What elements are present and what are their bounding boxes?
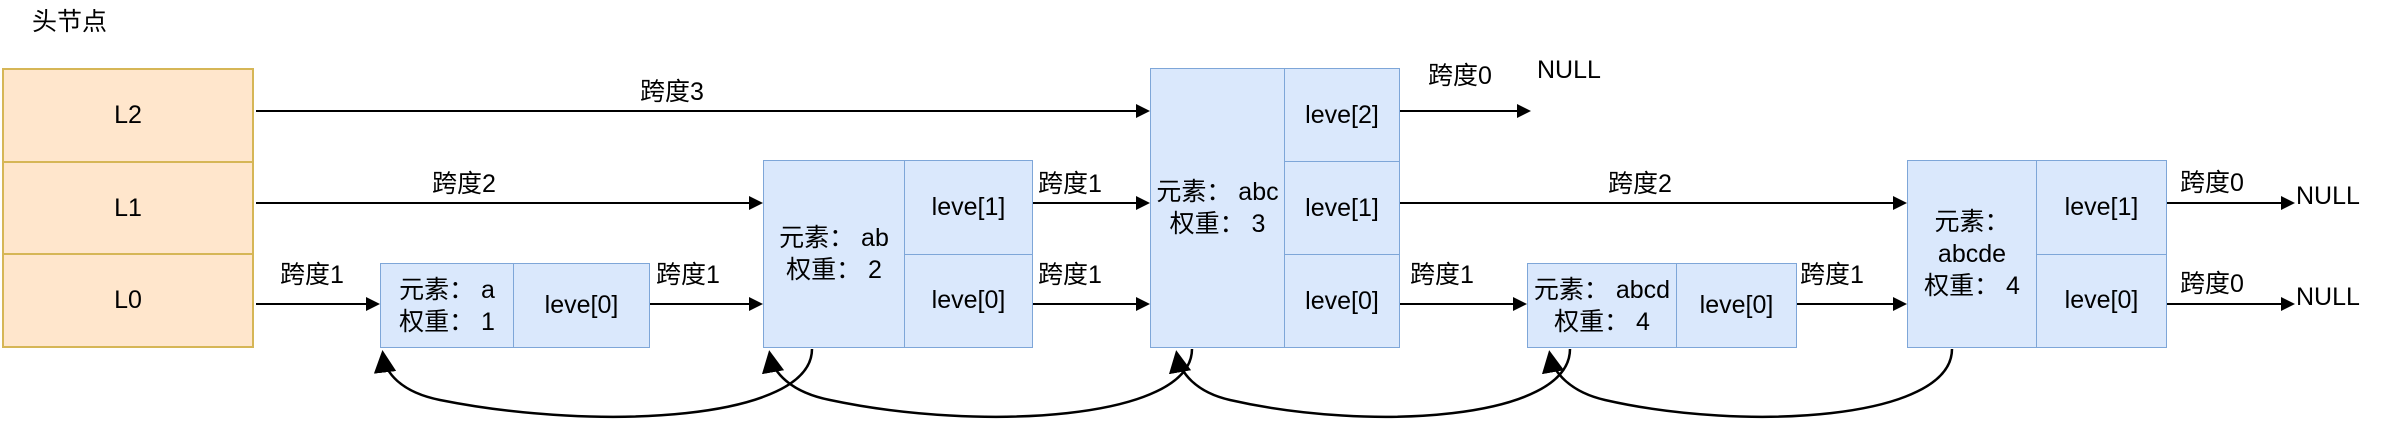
arrow-abc-l0-to-abcd-tip [1513, 297, 1527, 311]
edge-label-head-l0-to-a: 跨度1 [280, 261, 344, 289]
node-abcd-info: 元素： abcd 权重： 4 [1528, 264, 1676, 347]
arrow-abcde-l0-to-null [2167, 303, 2281, 305]
node-abc-level-0: leve[0] [1285, 254, 1399, 347]
edge-label-abcde-l1-to-null: 跨度0 [2180, 169, 2244, 197]
arrow-abc-l1-to-abcde [1400, 202, 1893, 204]
node-abcde-weight: 权重： 4 [1924, 272, 2020, 300]
node-abc-level-1: leve[1] [1285, 161, 1399, 254]
node-a-level-0: leve[0] [544, 291, 619, 319]
head-node-title: 头节点 [32, 8, 108, 36]
node-ab-info: 元素： ab 权重： 2 [764, 161, 904, 347]
node-a-info: 元素： a 权重： 1 [381, 264, 513, 347]
node-abcde: 元素： abcde 权重： 4 leve[1] leve[0] [1907, 160, 2167, 348]
edge-label-abc-l2-to-null: 跨度0 [1428, 62, 1492, 90]
head-node-level-l0: L0 [4, 253, 252, 346]
arrow-abc-l2-to-null [1400, 110, 1517, 112]
node-ab-level-0: leve[0] [905, 253, 1032, 348]
arrow-a-l0-to-ab [650, 303, 749, 305]
edge-label-a-l0-to-ab: 跨度1 [656, 261, 720, 289]
arrow-abcd-l0-to-abcde [1797, 303, 1893, 305]
null-label-bottom: NULL [2296, 283, 2360, 311]
arrow-abc-l0-to-abcd [1400, 303, 1513, 305]
arrow-abcde-l1-to-null-tip [2281, 196, 2295, 210]
arrow-abcde-l1-to-null [2167, 202, 2281, 204]
edge-label-ab-l1-to-abc: 跨度1 [1038, 170, 1102, 198]
head-node-level-l1: L1 [4, 160, 252, 254]
edge-label-abc-l0-to-abcd: 跨度1 [1410, 261, 1474, 289]
node-abcde-levels: leve[1] leve[0] [2036, 161, 2166, 347]
arrow-head-l0-to-a [256, 303, 366, 305]
node-abcd-weight: 权重： 4 [1554, 307, 1650, 336]
node-abcd: 元素： abcd 权重： 4 leve[0] [1527, 263, 1797, 348]
arrow-abcd-l0-to-abcde-tip [1893, 297, 1907, 311]
node-a-element: 元素： a [399, 275, 495, 304]
arrow-ab-l1-to-abc-tip [1136, 196, 1150, 210]
node-ab: 元素： ab 权重： 2 leve[1] leve[0] [763, 160, 1033, 348]
node-abc: 元素： abc 权重： 3 leve[2] leve[1] leve[0] [1150, 68, 1400, 348]
node-ab-weight: 权重： 2 [786, 256, 882, 284]
node-a-levels: leve[0] [513, 264, 649, 347]
arrow-head-l0-to-a-tip [366, 297, 380, 311]
node-abcde-level-1: leve[1] [2064, 192, 2139, 221]
node-abc-weight: 权重： 3 [1169, 210, 1266, 238]
node-abc-levels: leve[2] leve[1] leve[0] [1284, 69, 1399, 347]
arrow-head-l1-to-ab [256, 202, 749, 204]
node-abcde-info: 元素： abcde 权重： 4 [1908, 161, 2036, 347]
arrow-ab-l0-to-abc-tip [1136, 297, 1150, 311]
edge-label-abc-l1-to-abcde: 跨度2 [1608, 170, 1672, 198]
edge-label-abcde-l0-to-null: 跨度0 [2180, 270, 2244, 298]
head-node-level-l2: L2 [114, 100, 142, 129]
node-ab-levels: leve[1] leve[0] [904, 161, 1032, 347]
edge-label-ab-l0-to-abc: 跨度1 [1038, 261, 1102, 289]
node-abcd-levels: leve[0] [1676, 264, 1796, 347]
node-abc-info: 元素： abc 权重： 3 [1151, 69, 1284, 347]
arrow-ab-l0-to-abc [1033, 303, 1136, 305]
arrow-ab-l1-to-abc [1033, 202, 1136, 204]
node-abcd-level-0: leve[0] [1699, 291, 1774, 319]
arrow-abcde-l0-to-null-tip [2281, 297, 2295, 311]
node-abcd-element: 元素： abcd [1533, 275, 1671, 304]
node-abcde-element: 元素： abcde [1934, 208, 2010, 268]
arrow-head-l1-to-ab-tip [749, 196, 763, 210]
null-label-mid: NULL [2296, 182, 2360, 210]
head-node: L2 L1 L0 [2, 68, 254, 348]
null-label-top: NULL [1537, 56, 1601, 84]
node-abcde-level-0: leve[0] [2037, 253, 2166, 348]
arrow-head-l2-to-abc-tip [1136, 104, 1150, 118]
node-abc-element: 元素： abc [1156, 178, 1279, 206]
node-a: 元素： a 权重： 1 leve[0] [380, 263, 650, 348]
edge-label-abcd-l0-to-abcde: 跨度1 [1800, 261, 1864, 289]
node-abc-level-2: leve[2] [1305, 100, 1379, 129]
node-ab-element: 元素： ab [779, 224, 889, 252]
node-ab-level-1: leve[1] [931, 192, 1006, 221]
node-a-weight: 权重： 1 [399, 307, 495, 336]
arrow-abc-l2-to-null-tip [1517, 104, 1531, 118]
arrow-abc-l1-to-abcde-tip [1893, 196, 1907, 210]
arrow-head-l2-to-abc [256, 110, 1136, 112]
arrow-a-l0-to-ab-tip [749, 297, 763, 311]
edge-label-head-l2-to-abc: 跨度3 [640, 78, 704, 106]
edge-label-head-l1-to-ab: 跨度2 [432, 170, 496, 198]
